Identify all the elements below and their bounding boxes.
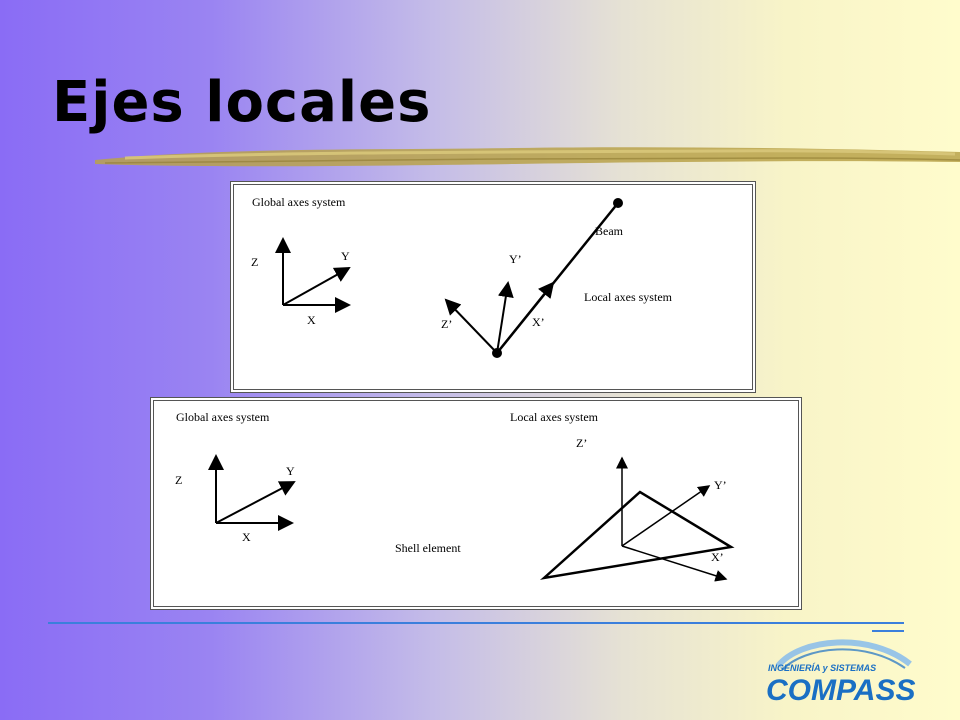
global-axes-label-2: Global axes system [176, 410, 270, 424]
local-z-label: Z’ [441, 317, 452, 331]
global-y-label-2: Y [286, 464, 295, 478]
shell-element-label: Shell element [395, 541, 461, 555]
footer-divider [48, 622, 904, 624]
global-axes-label: Global axes system [252, 195, 346, 209]
local-y-axis [496, 281, 514, 354]
global-x-label-2: X [242, 530, 251, 544]
local-y-label: Y’ [509, 252, 522, 266]
slide-title: Ejes locales [52, 70, 432, 135]
local-y-label-2: Y’ [714, 478, 727, 492]
global-z-label: Z [251, 255, 258, 269]
beam-end-node [613, 198, 623, 208]
local-x-label-2: X’ [711, 550, 724, 564]
local-x-label: X’ [532, 315, 545, 329]
local-axes-label-2: Local axes system [510, 410, 599, 424]
shell-diagram: Global axes system Local axes system Z Y… [175, 410, 735, 582]
shell-diagram-panel: Global axes system Local axes system Z Y… [150, 397, 802, 610]
global-y-label: Y [341, 249, 350, 263]
local-z-axis [444, 298, 498, 354]
local-x-axis [496, 281, 555, 354]
footer-divider-short [872, 630, 904, 632]
local-y-axis-2 [621, 485, 711, 547]
global-x-label: X [307, 313, 316, 327]
logo-subtitle: INGENIERÍA y SISTEMAS [768, 663, 876, 673]
local-axes-label: Local axes system [584, 290, 673, 304]
local-z-label-2: Z’ [576, 436, 587, 450]
shell-triangle [539, 490, 735, 580]
beam-diagram: Global axes system Z Y X Beam Y’ X’ Z’ L… [251, 195, 673, 358]
global-y-axis [282, 267, 351, 306]
global-z-label-2: Z [175, 473, 182, 487]
global-y-axis-2 [215, 481, 296, 524]
beam-diagram-panel: Global axes system Z Y X Beam Y’ X’ Z’ L… [230, 181, 756, 393]
compass-logo: INGENIERÍA y SISTEMAS COMPASS [766, 639, 915, 707]
logo-wordmark: COMPASS [766, 674, 915, 707]
beam-label: Beam [595, 224, 624, 238]
local-x-axis-2 [621, 545, 728, 582]
decorative-brush-stroke [95, 147, 960, 167]
